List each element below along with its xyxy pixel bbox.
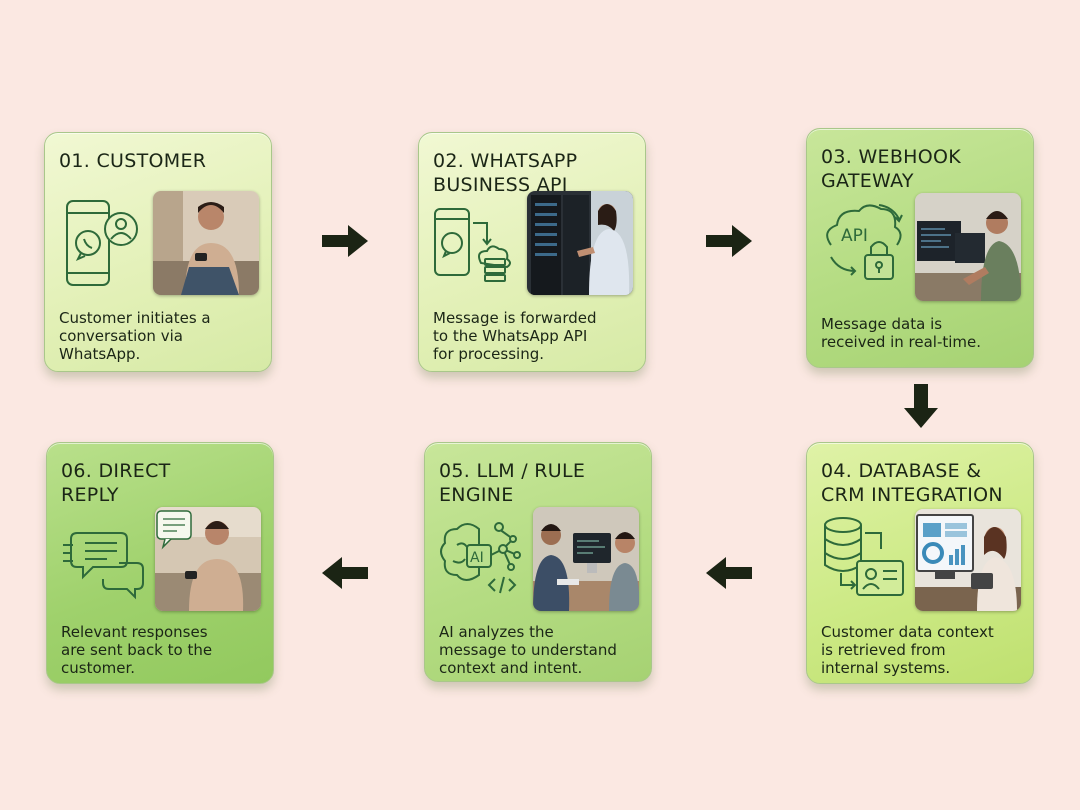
man-smiling-at-phone-photo (155, 507, 261, 611)
step-title: 02. WHATSAPP BUSINESS API (433, 150, 578, 196)
phone-whatsapp-user-icon (59, 199, 147, 291)
step-description: AI analyzes the message to understand co… (439, 623, 617, 677)
api-cloud-lock-icon: API (821, 195, 909, 287)
ai-label: AI (470, 550, 484, 566)
step-card-direct-reply: 06. DIRECT REPLY Relevant responses are (46, 442, 274, 684)
developer-at-monitors-photo (915, 193, 1021, 301)
step-title: 06. DIRECT REPLY (61, 460, 171, 506)
step-description: Message data is received in real-time. (821, 315, 982, 351)
man-using-phone-photo (153, 191, 259, 295)
woman-with-tablet-dashboard-photo (915, 509, 1021, 611)
phone-cloud-server-icon (433, 199, 521, 291)
step-card-whatsapp-business-api: 02. WHATSAPP BUSINESS API Message (418, 132, 646, 372)
arrow-left-icon (704, 556, 754, 590)
api-label: API (841, 226, 868, 246)
database-contact-card-icon (821, 509, 909, 601)
brain-ai-network-icon: AI (439, 509, 527, 601)
arrow-right-icon (320, 224, 370, 258)
step-title: 01. CUSTOMER (59, 150, 207, 172)
step-card-webhook-gateway: 03. WEBHOOK GATEWAY API Message da (806, 128, 1034, 368)
arrow-down-icon (902, 382, 940, 430)
step-description: Customer initiates a conversation via Wh… (59, 309, 211, 363)
step-description: Customer data context is retrieved from … (821, 623, 994, 677)
chat-bubbles-icon (61, 509, 149, 601)
arrow-right-icon (704, 224, 754, 258)
arrow-left-icon (320, 556, 370, 590)
step-description: Message is forwarded to the WhatsApp API… (433, 309, 597, 363)
step-title: 05. LLM / RULE ENGINE (439, 460, 586, 506)
step-card-database-crm-integration: 04. DATABASE & CRM INTEGRATION (806, 442, 1034, 684)
woman-at-server-rack-photo (527, 191, 633, 295)
two-people-at-computer-photo (533, 507, 639, 611)
step-title: 04. DATABASE & CRM INTEGRATION (821, 460, 1003, 506)
step-card-customer: 01. CUSTOMER Customer initiates a conver… (44, 132, 272, 372)
step-description: Relevant responses are sent back to the … (61, 623, 213, 677)
step-card-llm-rule-engine: 05. LLM / RULE ENGINE AI (424, 442, 652, 682)
step-title: 03. WEBHOOK GATEWAY (821, 146, 962, 192)
